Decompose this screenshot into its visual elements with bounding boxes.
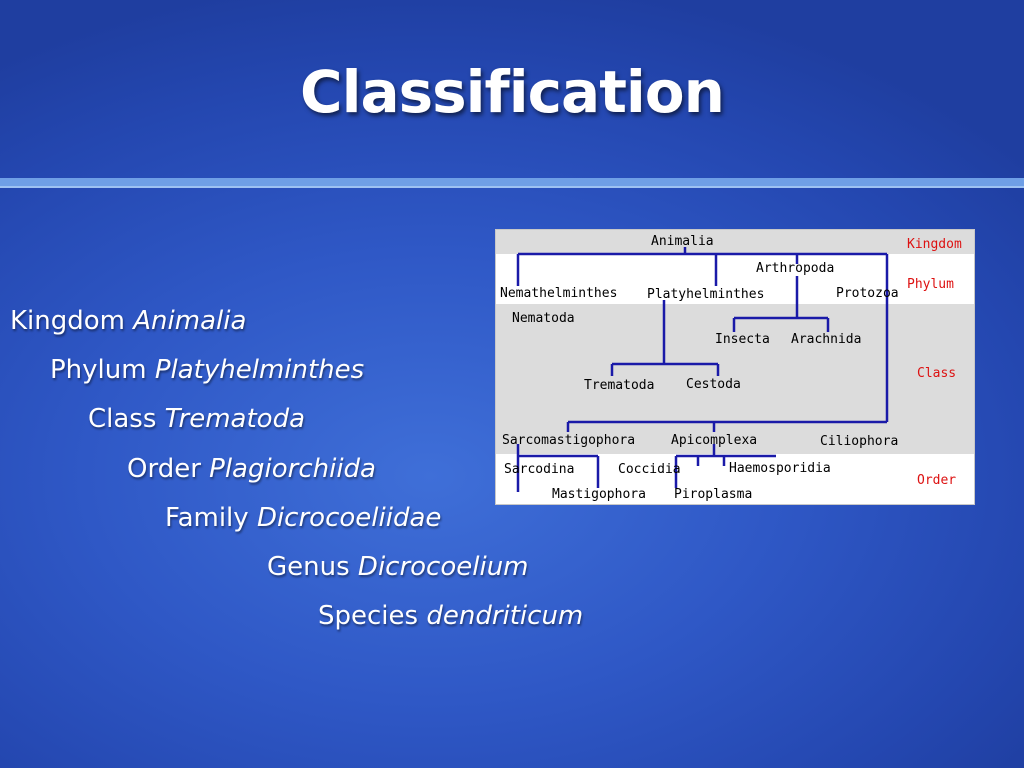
hierarchy-kingdom: Kingdom Animalia bbox=[10, 306, 246, 336]
taxon-name: Dicrocoelium bbox=[357, 552, 529, 582]
node-ciliophora: Ciliophora bbox=[820, 434, 898, 449]
rank-label: Family bbox=[165, 503, 249, 533]
rank-label: Kingdom bbox=[10, 306, 125, 336]
node-insecta: Insecta bbox=[715, 332, 770, 347]
node-coccidia: Coccidia bbox=[618, 462, 681, 477]
tree-connectors bbox=[516, 247, 889, 492]
rank-label: Phylum bbox=[50, 355, 147, 385]
hierarchy-order: Order Plagiorchiida bbox=[127, 454, 376, 484]
hierarchy-genus: Genus Dicrocoelium bbox=[267, 552, 529, 582]
rank-label-phylum: Phylum bbox=[907, 277, 954, 292]
rank-label: Class bbox=[88, 404, 157, 434]
hierarchy-class: Class Trematoda bbox=[88, 404, 305, 434]
node-nematoda: Nematoda bbox=[512, 311, 575, 326]
rank-label: Genus bbox=[267, 552, 350, 582]
taxon-name: Plagiorchiida bbox=[209, 454, 376, 484]
node-cestoda: Cestoda bbox=[686, 377, 741, 392]
tree-svg: Kingdom Phylum Class Order Animalia Arth… bbox=[496, 230, 974, 502]
node-protozoa: Protozoa bbox=[836, 286, 899, 301]
taxon-name: dendriticum bbox=[426, 601, 584, 631]
hierarchy-phylum: Phylum Platyhelminthes bbox=[50, 355, 364, 385]
node-arachnida: Arachnida bbox=[791, 332, 861, 347]
hierarchy-family: Family Dicrocoeliidae bbox=[165, 503, 441, 533]
taxon-name: Animalia bbox=[133, 306, 247, 336]
title-divider-highlight bbox=[0, 186, 1024, 188]
node-sarcodina: Sarcodina bbox=[504, 462, 574, 477]
slide-title: Classification bbox=[300, 58, 725, 126]
rank-label: Species bbox=[318, 601, 419, 631]
node-apicomplexa: Apicomplexa bbox=[671, 433, 757, 448]
node-mastigophora: Mastigophora bbox=[552, 487, 646, 502]
title-divider bbox=[0, 178, 1024, 186]
node-nemathelminthes: Nemathelminthes bbox=[500, 286, 617, 301]
band-kingdom bbox=[496, 230, 974, 254]
node-haemosporidia: Haemosporidia bbox=[729, 461, 831, 476]
node-sarcomastigophora: Sarcomastigophora bbox=[502, 433, 635, 448]
rank-label-kingdom: Kingdom bbox=[907, 237, 962, 252]
node-platyhelminthes: Platyhelminthes bbox=[647, 287, 764, 302]
node-piroplasma: Piroplasma bbox=[674, 487, 752, 502]
node-animalia: Animalia bbox=[651, 234, 714, 249]
taxon-name: Platyhelminthes bbox=[154, 355, 365, 385]
taxon-name: Dicrocoeliidae bbox=[256, 503, 442, 533]
taxon-name: Trematoda bbox=[164, 404, 306, 434]
rank-label-class: Class bbox=[917, 366, 956, 381]
classification-tree-diagram: Kingdom Phylum Class Order Animalia Arth… bbox=[495, 229, 975, 505]
rank-label-order: Order bbox=[917, 473, 956, 488]
node-trematoda: Trematoda bbox=[584, 378, 654, 393]
hierarchy-species: Species dendriticum bbox=[318, 601, 583, 631]
node-arthropoda: Arthropoda bbox=[756, 261, 834, 276]
rank-label: Order bbox=[127, 454, 201, 484]
